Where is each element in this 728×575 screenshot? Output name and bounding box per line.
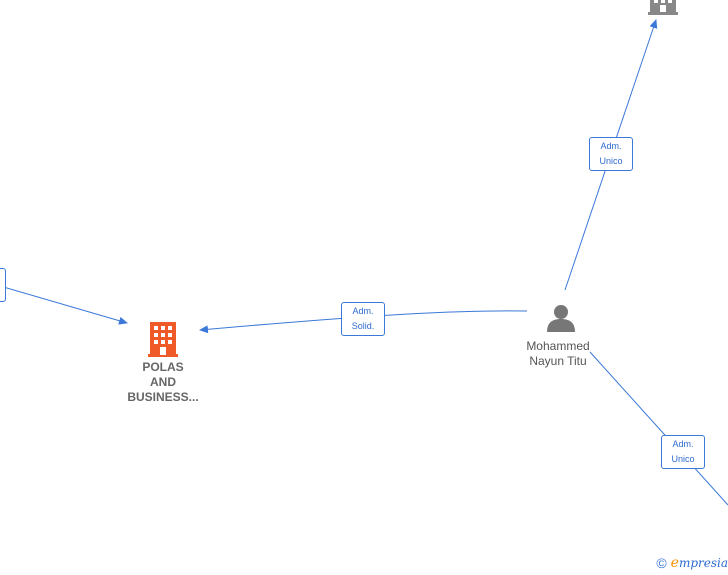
company-name-line: AND (150, 375, 176, 389)
company-name-line: POLAS (142, 360, 184, 374)
edge-person-to-bottom-right (589, 351, 728, 506)
edge-label-line: Unico (599, 156, 623, 166)
edge-label-line: Adm. (600, 141, 622, 151)
edge-person-to-company (199, 310, 528, 334)
edge-label-line: Adm. (352, 306, 374, 316)
building-icon[interactable] (648, 0, 678, 15)
person-name-line: Nayun Titu (529, 354, 587, 368)
person-name[interactable]: Mohammed Nayun Titu (508, 339, 608, 369)
edge-label-adm-unico-top[interactable]: Adm. Unico (589, 137, 633, 171)
edge-offscreen-to-company (0, 285, 128, 325)
edge-label-line: Adm. (672, 439, 694, 449)
person-name-line: Mohammed (526, 339, 590, 353)
edge-label-adm-unico-bottom[interactable]: Adm. Unico (661, 435, 705, 469)
copyright-symbol: © (656, 555, 667, 571)
person-icon[interactable] (547, 305, 575, 332)
brand-logo: empresia (670, 555, 728, 571)
footer-brand: © empresia (656, 555, 728, 571)
edge-label-line: Solid. (351, 321, 375, 331)
company-name-line: BUSINESS... (127, 390, 199, 404)
edge-label-line: Unico (671, 454, 695, 464)
offscreen-edge-label (0, 268, 6, 302)
building-icon[interactable] (148, 322, 178, 357)
company-name[interactable]: POLAS AND BUSINESS... (118, 360, 208, 405)
edge-label-adm-solid[interactable]: Adm. Solid. (341, 302, 385, 336)
